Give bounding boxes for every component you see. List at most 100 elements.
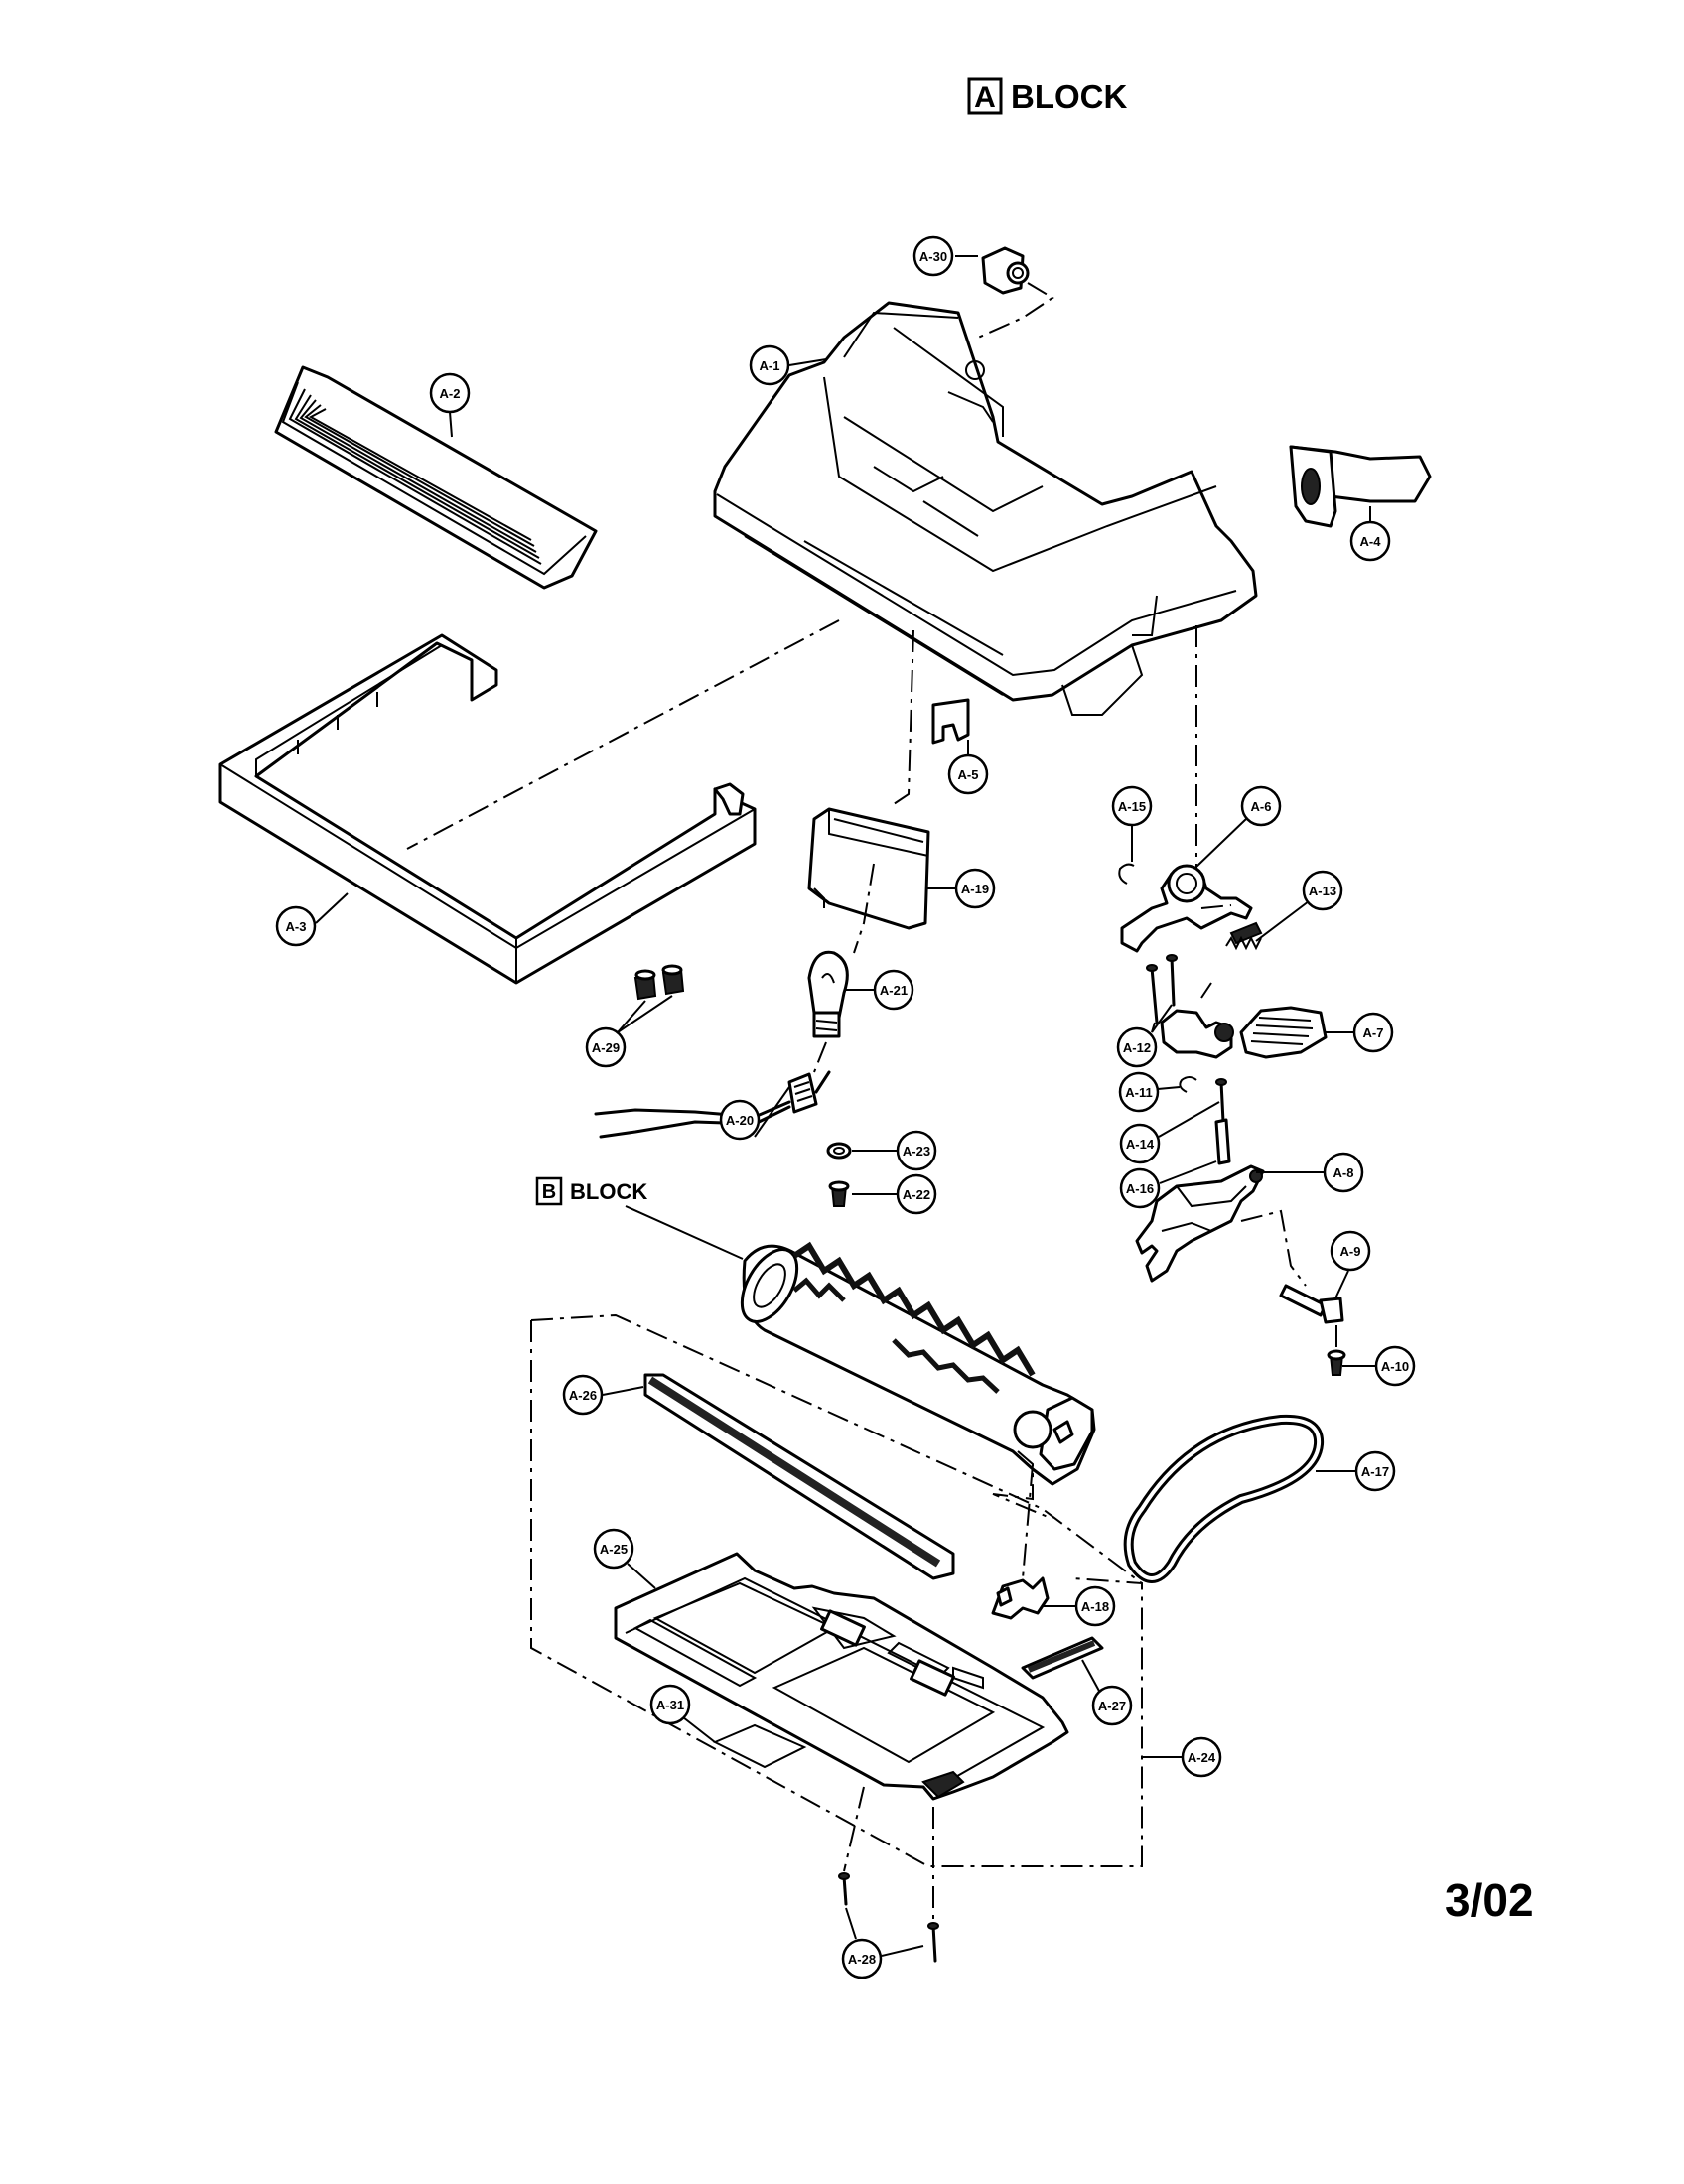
part-a5-clip: [931, 698, 970, 745]
part-a29-fasteners: [633, 964, 685, 1001]
callout-a31: A-31: [649, 1684, 716, 1743]
part-a13-spring: [1225, 935, 1262, 951]
callout-a1: A-1: [749, 344, 827, 386]
callout-a31-label: A-31: [656, 1698, 684, 1712]
callout-a25: A-25: [593, 1528, 656, 1589]
part-a1-housing: [713, 301, 1258, 716]
callout-a25-label: A-25: [600, 1542, 628, 1557]
callout-a16: A-16: [1119, 1160, 1217, 1209]
part-a26-strip: [643, 1373, 955, 1580]
callout-a20-label: A-20: [726, 1113, 754, 1128]
part-a8-lever: [1135, 1164, 1307, 1287]
enclosure-a24: [530, 1320, 1143, 1867]
callout-a17: A-17: [1316, 1450, 1396, 1492]
part-a20-socket: [594, 1041, 831, 1139]
callout-a3: A-3: [275, 892, 349, 947]
callout-a27: A-27: [1081, 1659, 1133, 1726]
part-a12-screws: [1146, 954, 1212, 1024]
part-a14-pin: [1215, 1078, 1227, 1124]
callout-a18: A-18: [1043, 1585, 1116, 1627]
callout-a12: A-12: [1116, 1004, 1173, 1068]
callout-a19: A-19: [925, 868, 996, 909]
callout-a30: A-30: [912, 235, 978, 277]
block-a-letter: A: [974, 81, 996, 114]
block-b-label: B BLOCK: [535, 1176, 744, 1260]
part-a19-lens: [807, 807, 930, 954]
callout-a22: A-22: [852, 1173, 937, 1215]
callout-a10: A-10: [1342, 1345, 1416, 1387]
callout-a24-label: A-24: [1188, 1750, 1216, 1765]
block-b-word: BLOCK: [570, 1179, 647, 1204]
part-a10-screw: [1327, 1325, 1346, 1376]
callout-a11: A-11: [1118, 1071, 1181, 1113]
callout-a17-label: A-17: [1361, 1464, 1389, 1479]
callout-a2-label: A-2: [440, 386, 461, 401]
dash-line: [406, 619, 840, 850]
callout-a30-label: A-30: [919, 249, 947, 264]
callout-a9: A-9: [1330, 1230, 1371, 1299]
part-a16-pin: [1214, 1118, 1231, 1165]
callout-a6: A-6: [1195, 785, 1282, 868]
part-a2-plate: [274, 365, 598, 590]
part-a11-clip: [1179, 1076, 1197, 1093]
block-a-header: A BLOCK: [967, 77, 1127, 115]
part-a27-strip: [1021, 1636, 1104, 1680]
callout-a6-label: A-6: [1251, 799, 1272, 814]
callout-a16-label: A-16: [1126, 1181, 1154, 1196]
callout-a29: A-29: [585, 995, 673, 1068]
part-a7-pedal: [1160, 1006, 1328, 1059]
callout-a8: A-8: [1256, 1152, 1364, 1193]
callout-a7: A-7: [1326, 1012, 1394, 1053]
part-a15-clip: [1118, 863, 1135, 885]
callout-a24: A-24: [1142, 1736, 1222, 1778]
part-a21-bulb: [807, 950, 849, 1038]
part-a3-tray: [218, 633, 757, 985]
callout-a11-label: A-11: [1125, 1085, 1152, 1100]
callout-a19-label: A-19: [961, 882, 989, 896]
part-brushroll: [740, 1241, 1096, 1579]
block-b-letter: B: [542, 1181, 556, 1203]
callout-a4: A-4: [1349, 506, 1391, 562]
callout-a13: A-13: [1255, 870, 1343, 942]
callout-a15: A-15: [1111, 785, 1153, 862]
part-a18-clip: [991, 1576, 1050, 1620]
callout-a28-label: A-28: [848, 1952, 876, 1967]
callout-a21-label: A-21: [880, 983, 908, 998]
enclosure-a24: [530, 1313, 1143, 1584]
callout-a14-label: A-14: [1126, 1137, 1155, 1152]
callout-a5-label: A-5: [958, 767, 979, 782]
callout-a27-label: A-27: [1098, 1699, 1126, 1713]
callout-a20: A-20: [719, 1086, 790, 1141]
block-a-word: BLOCK: [1011, 78, 1127, 115]
callout-a26: A-26: [562, 1374, 644, 1416]
callout-a4-label: A-4: [1360, 534, 1382, 549]
callout-a2: A-2: [429, 372, 471, 438]
callout-a3-label: A-3: [286, 919, 307, 934]
callout-a21: A-21: [844, 969, 914, 1011]
revision-number: 3/02: [1445, 1874, 1534, 1926]
callout-a13-label: A-13: [1309, 884, 1336, 898]
part-a17-belt: [1123, 1414, 1325, 1583]
callout-a23-label: A-23: [903, 1144, 930, 1159]
part-a30-cap: [977, 246, 1054, 339]
callout-a18-label: A-18: [1081, 1599, 1109, 1614]
callout-a5: A-5: [947, 740, 989, 795]
part-a9-axle: [1279, 1284, 1344, 1324]
part-a6-bracket: [1120, 864, 1263, 953]
callout-a8-label: A-8: [1333, 1165, 1354, 1180]
part-a23-washer: [826, 1142, 852, 1160]
callout-a26-label: A-26: [569, 1388, 597, 1403]
callout-a28: A-28: [841, 1907, 924, 1979]
callout-a23: A-23: [852, 1130, 937, 1171]
callout-a22-label: A-22: [903, 1187, 930, 1202]
callout-a9-label: A-9: [1340, 1244, 1361, 1259]
part-a31-label: [712, 1723, 807, 1769]
callout-a1-label: A-1: [760, 358, 780, 373]
callout-a29-label: A-29: [592, 1040, 620, 1055]
callout-a7-label: A-7: [1363, 1025, 1384, 1040]
callout-a15-label: A-15: [1118, 799, 1146, 814]
callout-a12-label: A-12: [1123, 1040, 1151, 1055]
part-a28-screws: [838, 1786, 939, 1963]
part-a22-screw: [828, 1180, 850, 1207]
